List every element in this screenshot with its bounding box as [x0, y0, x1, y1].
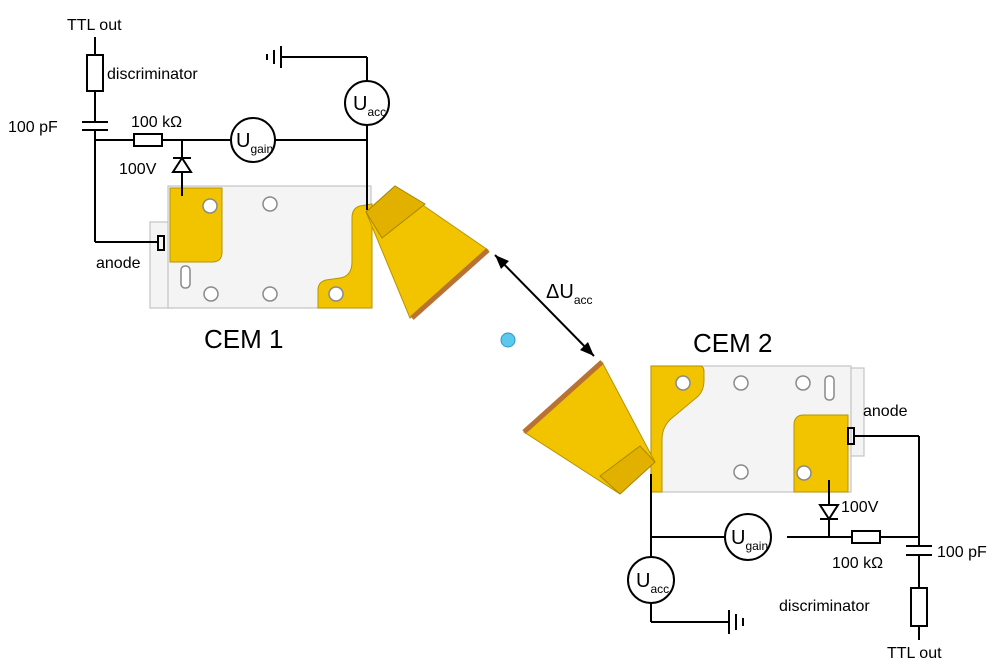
cem2-diode — [818, 504, 840, 521]
delta-u-label: ΔUacc — [546, 281, 593, 307]
cem1-hole — [203, 286, 219, 302]
cem1-hole — [262, 196, 278, 212]
cem1-ttl-out-label: TTL out — [67, 17, 122, 34]
cem1-discriminator-box — [86, 54, 104, 92]
cem1-hole — [202, 198, 218, 214]
cem1-gold-plate-right — [317, 203, 373, 309]
cem1-resistor — [133, 133, 163, 147]
cem2-title: CEM 2 — [693, 328, 772, 358]
cem2-hole — [733, 464, 749, 480]
ion-particle — [500, 332, 516, 348]
cem1-title: CEM 1 — [204, 324, 283, 354]
cem1-circuit — [82, 37, 390, 251]
cem2-hole — [796, 465, 812, 481]
cem1-resistor-label: 100 kΩ — [131, 114, 182, 131]
cem2-gold-plate-left — [650, 365, 705, 493]
cem2-u-gain-label: Ugain — [731, 527, 768, 553]
cem1-discriminator-label: discriminator — [107, 66, 198, 83]
cem2-capacitor-label: 100 pF — [937, 544, 987, 561]
cem2-diode-label: 100V — [841, 499, 879, 516]
cem2-hole — [733, 375, 749, 391]
cem1-entrance-rim — [410, 248, 490, 320]
cem1-diode — [171, 156, 193, 173]
cem1-cone-shade — [365, 185, 426, 239]
cem2-hole — [795, 375, 811, 391]
cem2-circuit — [627, 427, 932, 640]
cem2-cone-shade — [599, 445, 656, 495]
cem2-discriminator-box — [910, 587, 928, 627]
cem1-hole — [262, 286, 278, 302]
cem2-anode-label: anode — [863, 403, 908, 420]
cem1-diode-label: 100V — [119, 161, 157, 178]
cem2-detector — [522, 360, 865, 495]
cem1-gold-plate-left — [169, 187, 223, 263]
cem1-slot — [180, 265, 191, 289]
cem1-u-gain-label: Ugain — [236, 130, 273, 156]
cem1-anode-label: anode — [96, 255, 141, 272]
cem2-slot — [824, 375, 835, 401]
cem2-hole — [675, 375, 691, 391]
cem1-detector — [149, 185, 490, 320]
cem1-capacitor-label: 100 pF — [8, 119, 58, 136]
cem2-ground-icon — [728, 610, 744, 634]
cem2-entrance-rim — [522, 360, 604, 434]
cem1-hole — [328, 286, 344, 302]
cem1-anode-pin — [157, 235, 165, 251]
cem2-u-acc-label: Uacc — [636, 570, 669, 596]
cem1-u-acc-label: Uacc — [353, 93, 386, 119]
cem2-ttl-out-label: TTL out — [887, 645, 942, 662]
cem2-discriminator-label: discriminator — [779, 598, 870, 615]
cem2-u-acc-source — [627, 556, 675, 604]
cem2-resistor — [851, 530, 881, 544]
cem2-resistor-label: 100 kΩ — [832, 555, 883, 572]
delta-u-arrow — [494, 254, 595, 357]
cem1-ground-icon — [266, 46, 282, 68]
